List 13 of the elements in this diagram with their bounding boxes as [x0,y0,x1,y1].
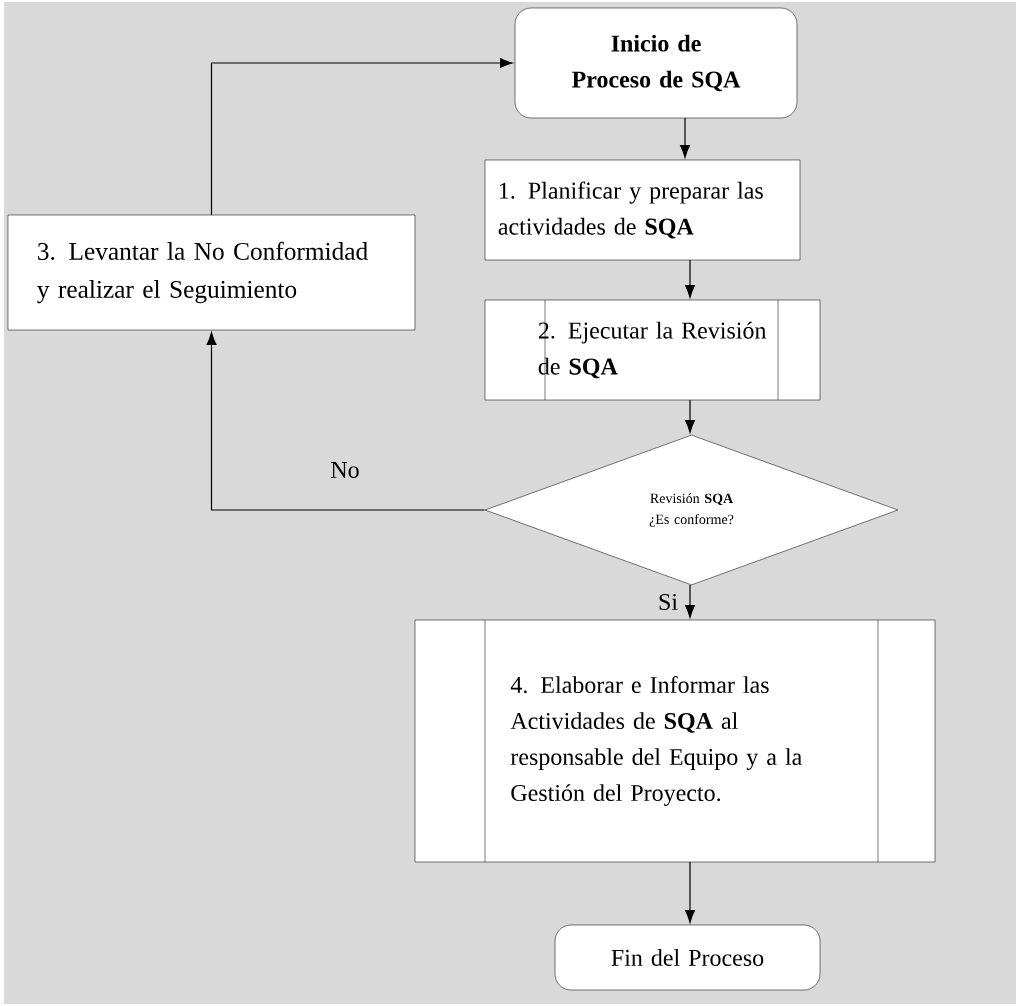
arrow [685,259,695,298]
process-box: 3. Levantar la No Conformidad y realizar el Seguimiento [7,214,416,331]
arrow [685,861,695,923]
start-box: Inicio de Proceso de SQA [514,7,798,119]
arrow [685,399,695,433]
process-box: 1. Planificar y preparar las actividades de SQA [484,159,801,261]
arrow [685,584,695,618]
end-box: Fin del Proceso [554,924,821,991]
arrow [206,332,486,511]
subprocess-box: 4. Elaborar e Informar las Actividades de SQA al responsable del Equipo y a la Gestión del Proyecto. [414,619,936,863]
arrow [210,58,513,216]
arrow [680,117,690,158]
subprocess-box: 2. Ejecutar la Revisión de SQA [484,299,821,401]
